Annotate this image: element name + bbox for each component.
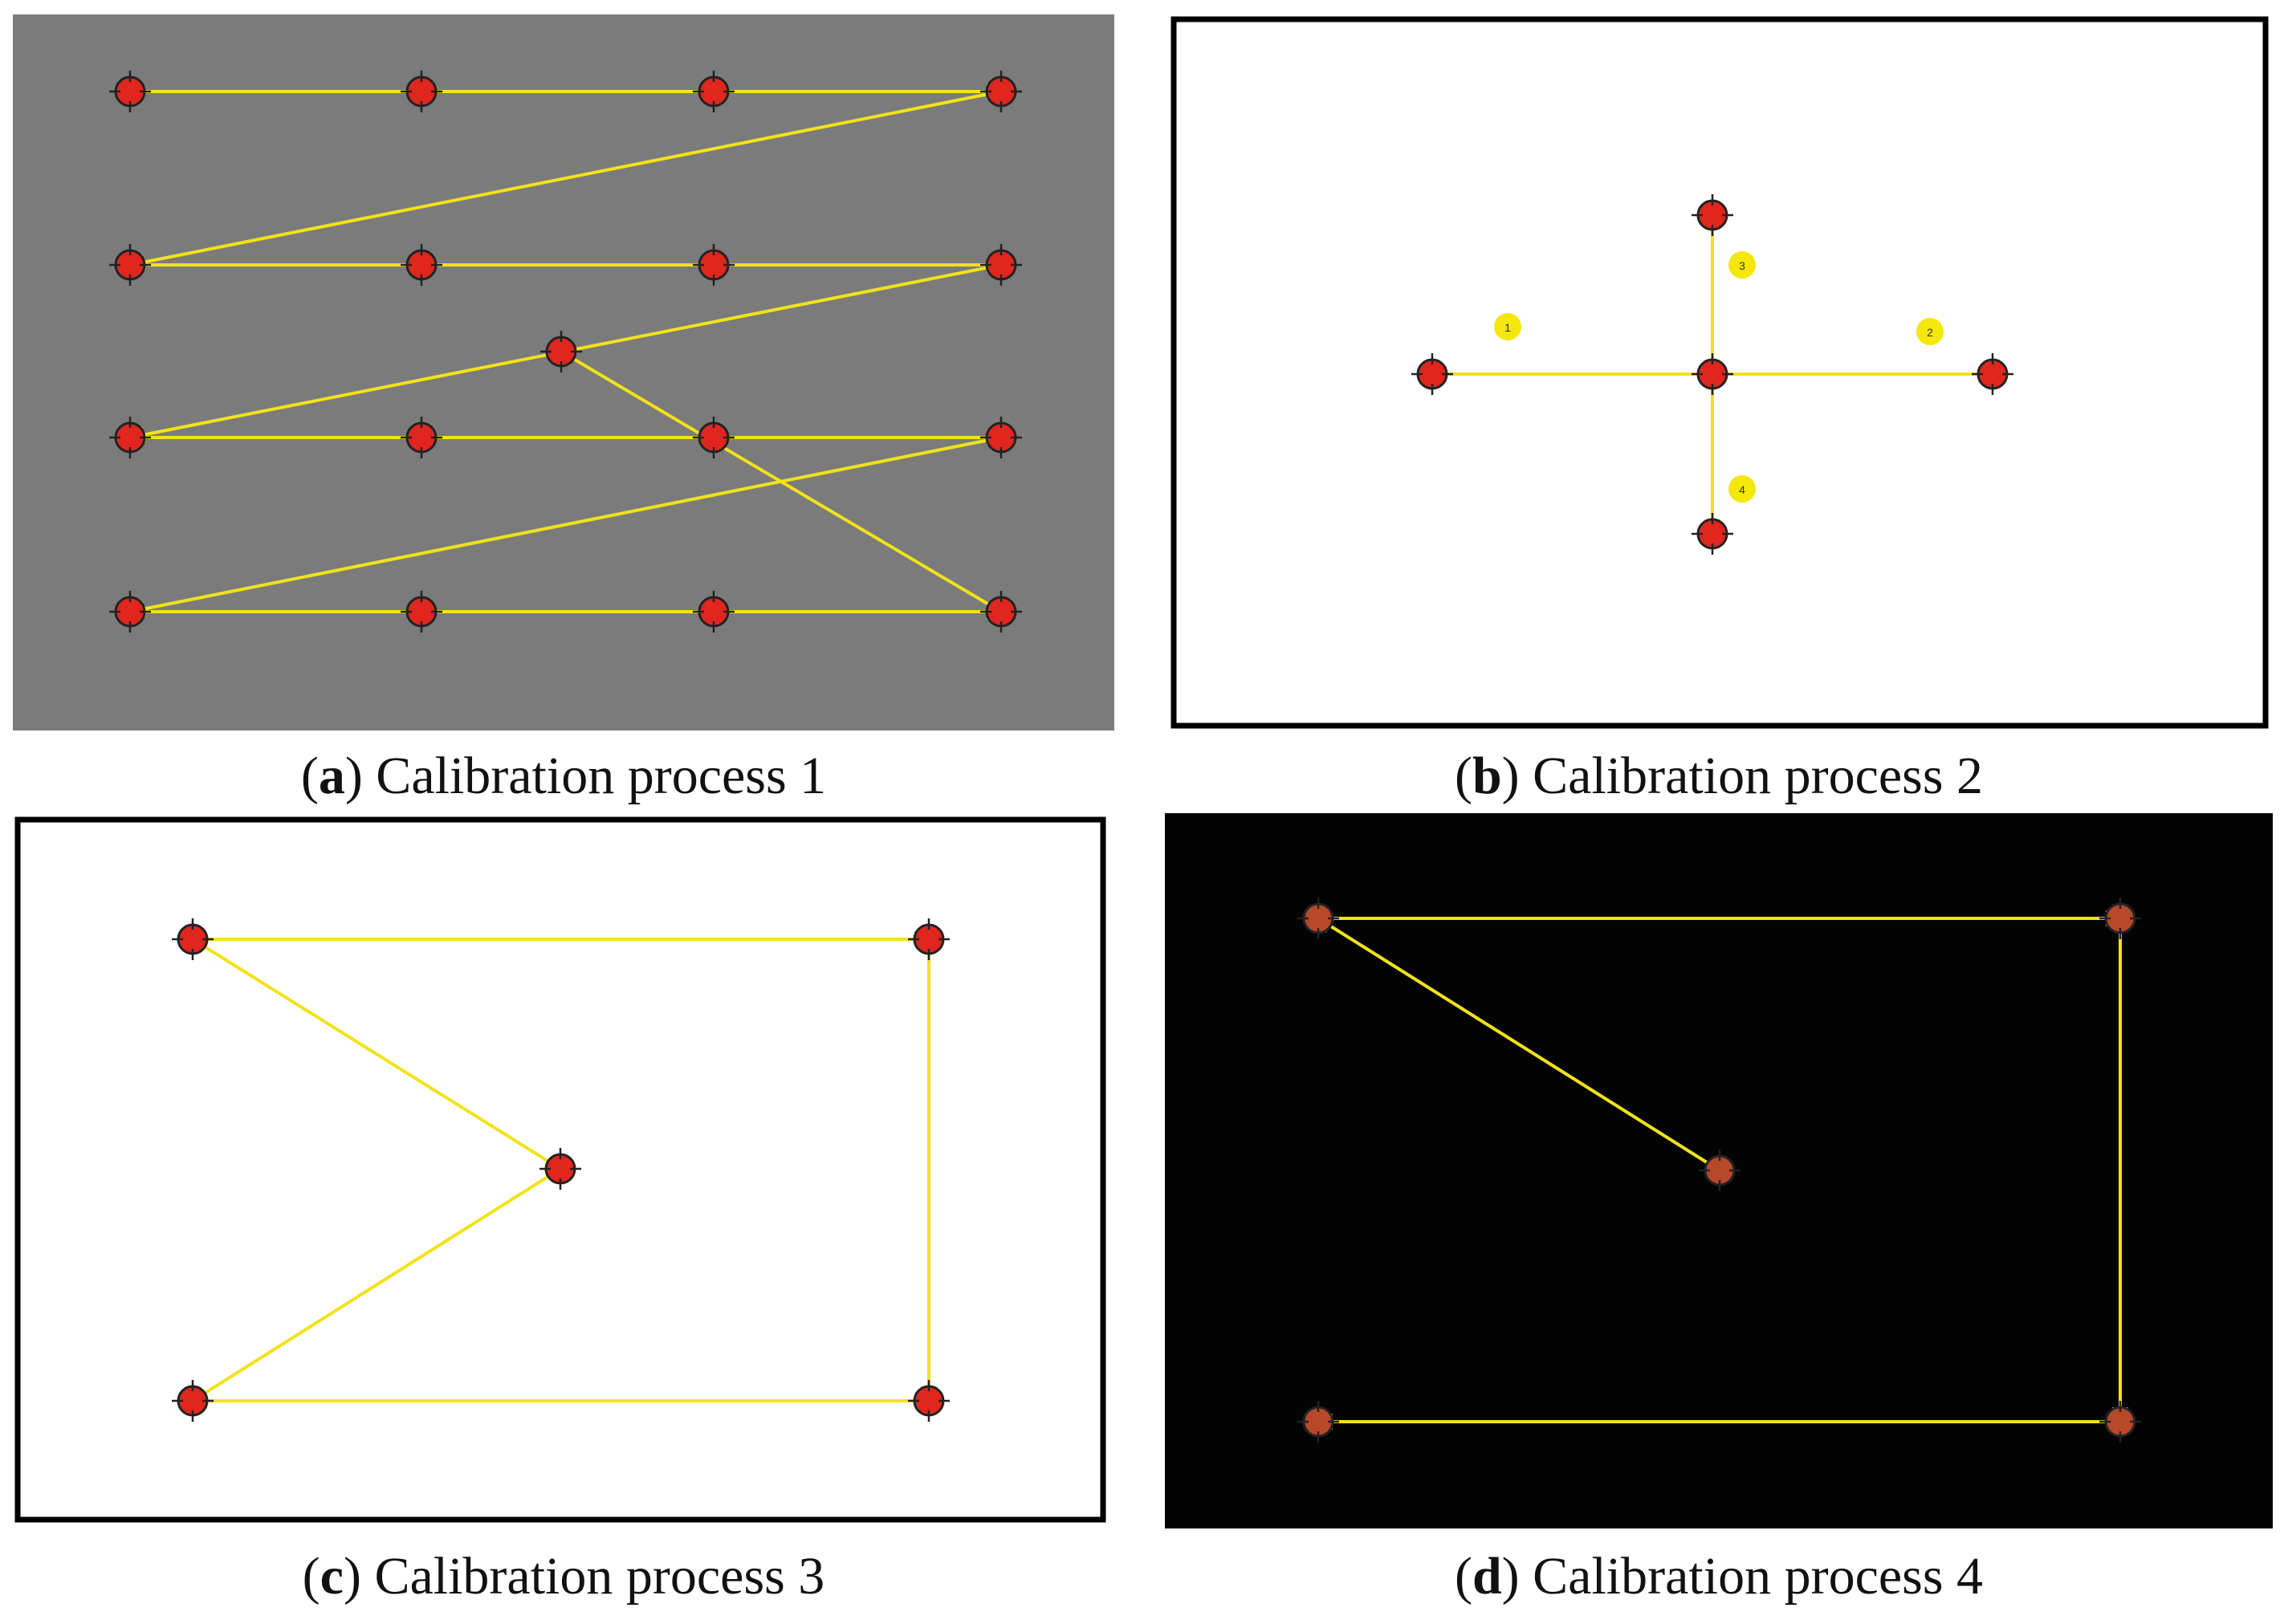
panel-c-target-tr — [908, 918, 950, 960]
panel-b-target-left — [1411, 353, 1453, 395]
step-label-4-marker — [1728, 475, 1756, 503]
panel-a-target-r4c1 — [109, 591, 151, 633]
panel-a-path-segment-6 — [128, 436, 1002, 617]
panel-c-path-segment-5 — [191, 1167, 562, 1402]
panel-a-targets — [109, 71, 1022, 633]
panel-c-target-bl — [172, 1380, 214, 1422]
panel-a-target-r4c3 — [693, 591, 735, 633]
panel-a-background — [13, 14, 1114, 731]
panel-b-path — [1431, 214, 1994, 535]
panel-a-target-r2c1 — [109, 244, 151, 286]
panel-a-path-segment-8 — [560, 350, 1003, 613]
panel-c-caption: (c) Calibration process 3 — [303, 1547, 825, 1606]
panel-c-target-tl — [172, 918, 214, 960]
panel-c-path — [191, 931, 937, 1409]
panel-b: 1 2 3 4 (b) Calibration process 2 — [1170, 16, 2269, 805]
panel-c-caption-text: Calibration process 3 — [374, 1547, 824, 1606]
panel-a-path-segment-2 — [128, 90, 1002, 271]
step-label-2: 2 — [1927, 326, 1933, 339]
panel-d-target-bl — [1297, 1401, 1339, 1443]
panel-a-target-mid — [540, 331, 582, 372]
panel-a-target-r1c1 — [109, 71, 151, 112]
panel-b-caption: (b) Calibration process 2 — [1455, 747, 1983, 805]
panel-a-target-r2c3 — [693, 244, 735, 286]
step-label-1-marker — [1494, 313, 1521, 340]
panel-a-caption: (a) Calibration process 1 — [301, 747, 826, 805]
panel-b-caption-text: Calibration process 2 — [1533, 747, 1983, 805]
panel-b-step-labels: 1 2 3 4 — [1494, 251, 1944, 503]
panel-b-letter: b — [1472, 747, 1502, 805]
panel-c-target-br — [908, 1380, 950, 1422]
step-label-2-marker — [1916, 318, 1944, 345]
panel-a-caption-text: Calibration process 1 — [376, 747, 826, 805]
panel-b-target-right — [1972, 353, 2013, 395]
panel-a-target-r4c4 — [980, 591, 1022, 633]
panel-d-target-tr — [2099, 897, 2141, 939]
panel-d-target-center — [1699, 1150, 1740, 1191]
step-label-1: 1 — [1504, 321, 1511, 334]
panel-c-target-center — [539, 1148, 581, 1190]
panel-b-targets — [1411, 194, 2013, 555]
step-label-4: 4 — [1739, 483, 1745, 496]
panel-d-letter: d — [1472, 1547, 1502, 1606]
step-label-3-marker — [1728, 251, 1756, 279]
panel-c-letter: c — [320, 1547, 344, 1606]
panel-a-target-r2c2 — [401, 244, 442, 286]
panel-c-targets — [172, 918, 950, 1422]
panel-a-target-r3c2 — [401, 417, 442, 458]
panel-b-target-top — [1692, 194, 1733, 236]
panel-d-path-segment-1 — [1317, 917, 1721, 1172]
panel-c: (c) Calibration process 3 — [14, 816, 1106, 1606]
panel-a-target-r1c4 — [980, 71, 1022, 112]
panel-d-target-tl — [1297, 897, 1339, 939]
panel-a-target-r3c1 — [109, 417, 151, 458]
panel-b-target-center — [1692, 353, 1733, 395]
panel-a-target-r1c3 — [693, 71, 735, 112]
panel-a-target-r1c2 — [401, 71, 442, 112]
panel-a-path — [128, 83, 1003, 620]
panel-a-target-r2c4 — [980, 244, 1022, 286]
panel-d-caption-text: Calibration process 4 — [1533, 1547, 1983, 1606]
panel-b-target-bottom — [1692, 513, 1733, 555]
panel-a: (a) Calibration process 1 — [13, 14, 1114, 805]
step-label-3: 3 — [1739, 259, 1745, 272]
panel-a-letter: a — [319, 747, 345, 805]
panel-d-caption: (d) Calibration process 4 — [1455, 1547, 1983, 1606]
panel-a-target-r3c4 — [980, 417, 1022, 458]
panel-c-path-segment-1 — [191, 938, 562, 1170]
panel-d-targets — [1297, 897, 2141, 1443]
panel-a-target-r4c2 — [401, 591, 442, 633]
panel-d-path — [1317, 910, 2128, 1430]
panel-d: (d) Calibration process 4 — [1165, 813, 2273, 1606]
panel-a-target-r3c3 — [693, 417, 735, 458]
panel-d-target-br — [2099, 1401, 2141, 1443]
